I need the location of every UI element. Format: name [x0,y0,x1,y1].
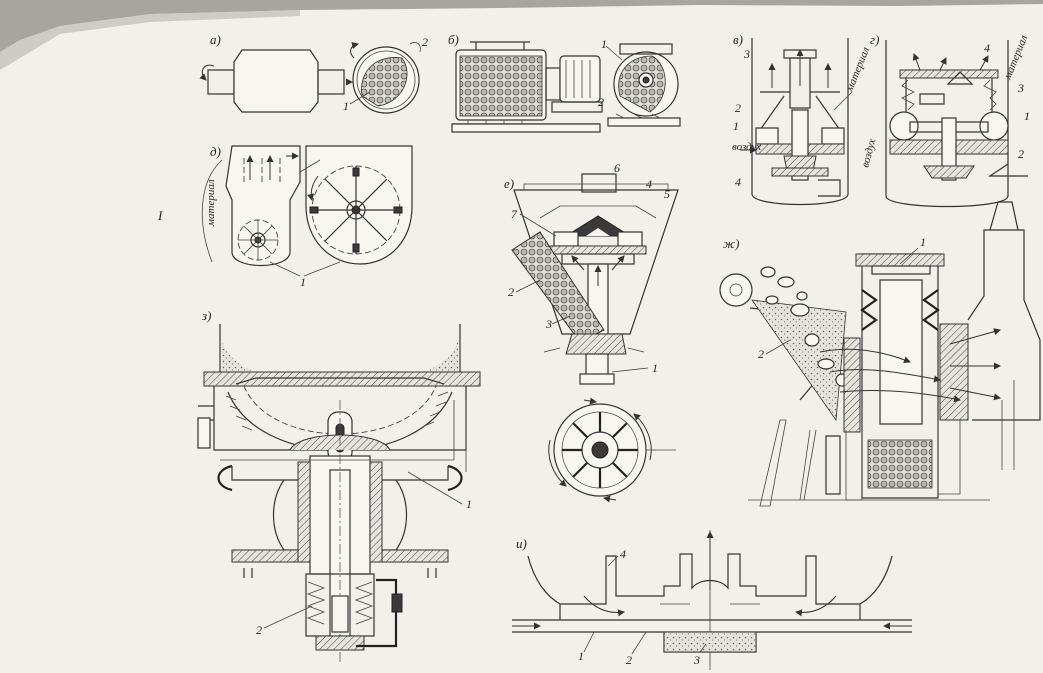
num-v-1: 1 [733,119,739,133]
figure-z-vertical-mill: з) 1 2 [197,308,481,664]
num-b-2: 2 [598,95,604,109]
label-b: б) [448,32,459,47]
num-d-1: 1 [300,275,306,289]
num-zh-2: 2 [758,347,764,361]
num-i-4: 4 [620,547,626,561]
num-z-1: 1 [466,497,472,511]
num-g-3: 3 [1017,81,1024,95]
label-v: в) [733,32,743,47]
label-i: и) [516,536,527,551]
label-a: а) [210,32,221,47]
num-g-4: 4 [984,41,990,55]
num-v-3: 3 [743,47,750,61]
num-e-2: 2 [508,285,514,299]
num-e-5: 5 [664,187,670,201]
figure-b-vibration-mill: б) 1 2 [448,32,681,133]
num-a-1: 1 [343,99,349,113]
figure-i-jet-mill: и) 4 1 2 3 [512,530,912,670]
figure-g-roller-mill: г) материал 4 3 1 2 [870,32,1030,208]
num-i-2: 2 [626,653,632,667]
word-air-v: воздух [732,141,761,153]
num-g-2: 2 [1018,147,1024,161]
num-e-6: 6 [614,161,620,175]
word-material-g: материал [1001,33,1030,82]
label-d: д) [210,144,221,159]
num-v-2: 2 [735,101,741,115]
figure-zh-impact-mill: ж) 1 2 [719,201,1041,507]
num-zh-1: 1 [920,235,926,249]
figure-d-hammer-mill: д) материал 1 [201,144,413,289]
figure-a-drum-mill: а) 2 1 [199,32,428,114]
num-e-7: 7 [511,207,518,221]
num-i-1: 1 [578,649,584,663]
stray-mark: I [157,208,163,223]
label-zh: ж) [723,236,739,251]
word-air-v2: воздух [859,137,878,168]
word-material-d: материал [205,179,217,227]
num-e-3: 3 [545,317,552,331]
num-z-2: 2 [256,623,262,637]
num-e-4: 4 [646,177,652,191]
label-e: е) [504,176,514,191]
scan-top-edge [0,0,1043,70]
label-g: г) [870,32,879,47]
figure-v-ring-roller-mill: в) воздух материал воздух 3 2 1 4 [732,32,878,206]
num-i-3: 3 [693,653,700,667]
num-g-1: 1 [1024,109,1030,123]
num-b-1: 1 [601,37,607,51]
num-v-4: 4 [735,175,741,189]
label-z: з) [201,308,211,323]
num-e-1: 1 [652,361,658,375]
figure-e-centrifugal-mill: е) 6 4 5 7 2 3 1 [504,161,679,503]
num-a-2: 2 [422,35,428,49]
